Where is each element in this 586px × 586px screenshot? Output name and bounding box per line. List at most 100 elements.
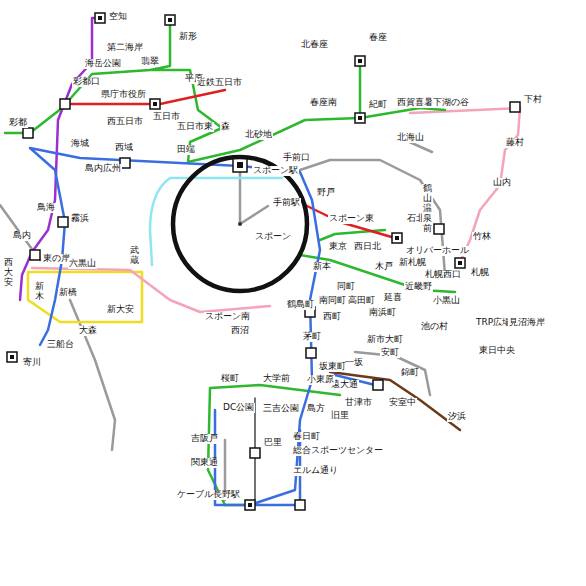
station-box bbox=[455, 258, 465, 268]
station-label: 安町 bbox=[380, 348, 400, 358]
station-label: ケーブル長野駅 bbox=[176, 490, 241, 500]
station-label: 北春座 bbox=[300, 40, 329, 50]
station-box bbox=[30, 250, 40, 260]
station-box bbox=[60, 99, 70, 109]
station-label: 西町 bbox=[322, 312, 342, 322]
station-box bbox=[23, 128, 33, 138]
station-label: 甘津市 bbox=[344, 398, 373, 408]
station-label: 五日市東 bbox=[176, 122, 214, 132]
gray-line bbox=[0, 140, 445, 500]
station-label: スポーン東 bbox=[328, 214, 375, 224]
station-label: 南同町 bbox=[318, 296, 347, 306]
station-label: 池の村 bbox=[420, 322, 449, 332]
station-dot bbox=[168, 18, 172, 22]
station-label: 五日市 bbox=[152, 112, 181, 122]
station-label: 新木 bbox=[34, 282, 45, 302]
station-label: 小東原 bbox=[306, 375, 335, 385]
station-label: 東京 bbox=[328, 242, 348, 252]
station-label: 小黒山 bbox=[432, 296, 461, 306]
station-label: 森 bbox=[220, 122, 231, 132]
station-box bbox=[510, 102, 520, 112]
station-label: 新市大町 bbox=[366, 335, 404, 345]
station-box bbox=[95, 13, 105, 23]
station-label: 県庁市役所 bbox=[100, 90, 147, 100]
station-label: 新大安 bbox=[106, 305, 135, 315]
station-label: 桜町 bbox=[220, 374, 240, 384]
station-label: 霧浜 bbox=[70, 214, 90, 224]
station-label: 安室中 bbox=[388, 398, 417, 408]
line-group bbox=[0, 18, 520, 505]
station-label: 関東通 bbox=[190, 458, 219, 468]
station-label: 海岳公園 bbox=[84, 59, 122, 69]
station-label: 巴里 bbox=[263, 438, 283, 448]
station-label: 藤村 bbox=[505, 138, 525, 148]
station-label: 寄川 bbox=[22, 358, 42, 368]
station-label: 高田町 bbox=[347, 296, 376, 306]
station-box bbox=[355, 56, 365, 66]
station-box bbox=[434, 224, 444, 234]
station-label: TRP広場 bbox=[475, 318, 512, 328]
station-box bbox=[250, 448, 260, 458]
station-box bbox=[233, 158, 247, 172]
node-text: スポーン bbox=[254, 232, 292, 242]
station-label: 田端 bbox=[176, 145, 196, 155]
station-label: 大森 bbox=[78, 326, 98, 336]
station-label: 南浜町 bbox=[368, 308, 397, 318]
station-label: 野戸 bbox=[316, 188, 336, 198]
station-label: 西日北 bbox=[353, 242, 382, 252]
station-label: 武蔵 bbox=[129, 246, 140, 266]
station-label: 空知 bbox=[108, 12, 128, 22]
station-label: 吉阪戸 bbox=[190, 434, 219, 444]
station-label: 木戸 bbox=[374, 262, 394, 272]
station-label: 新札幌 bbox=[398, 258, 427, 268]
station-box bbox=[150, 99, 160, 109]
station-box bbox=[58, 217, 68, 227]
station-label: 茅町 bbox=[302, 332, 322, 342]
station-label: 彩都口 bbox=[72, 77, 101, 87]
station-dot bbox=[153, 102, 157, 106]
station-label: 大学前 bbox=[262, 374, 291, 384]
station-dot bbox=[395, 236, 399, 240]
circle-ring bbox=[173, 157, 307, 291]
station-label: 鶴島町 bbox=[286, 300, 315, 310]
station-label: 新橋 bbox=[58, 288, 78, 298]
station-label: 北砂地 bbox=[244, 130, 273, 140]
station-label: 海城 bbox=[70, 139, 90, 149]
station-label: 春座南 bbox=[309, 98, 338, 108]
station-dot bbox=[10, 355, 14, 359]
station-label: 汐浜 bbox=[447, 412, 467, 422]
station-label: 西沼 bbox=[230, 326, 250, 336]
station-label: 鳥海 bbox=[36, 203, 56, 213]
station-label: 錦町 bbox=[400, 368, 420, 378]
station-label: 東の岸 bbox=[42, 254, 71, 264]
station-label: 総合スポーツセンター bbox=[292, 446, 384, 456]
station-label: 下村 bbox=[523, 95, 543, 105]
station-label: 近鉄五日市 bbox=[196, 78, 243, 88]
cyan-line bbox=[150, 178, 282, 265]
station-label: 翡翠 bbox=[140, 57, 160, 67]
station-label: スポーン駅 bbox=[252, 166, 299, 176]
red-line bbox=[65, 90, 400, 242]
station-label: 西域 bbox=[114, 143, 134, 153]
station-label: 札幌西口 bbox=[424, 270, 462, 280]
station-label: 延喜 bbox=[383, 293, 403, 303]
station-dot bbox=[358, 59, 362, 63]
station-label: 西五日市 bbox=[106, 117, 144, 127]
station-label: 春日町 bbox=[292, 432, 321, 442]
station-dot bbox=[358, 116, 362, 120]
station-label: 彩都 bbox=[8, 118, 28, 128]
station-label: 第二海岸 bbox=[106, 43, 144, 53]
station-label: 手前駅 bbox=[272, 198, 301, 208]
green-line bbox=[5, 22, 455, 505]
center-dot bbox=[238, 222, 242, 226]
station-label: 札幌 bbox=[470, 268, 490, 278]
station-box bbox=[306, 348, 316, 358]
station-label: 旧里 bbox=[330, 411, 350, 421]
station-label: 西賀喜暑下湖の谷 bbox=[396, 98, 470, 108]
station-label: 見沼海岸 bbox=[508, 318, 546, 328]
station-box bbox=[7, 352, 17, 362]
station-label: エルム通り bbox=[292, 466, 339, 476]
station-label: 紀町 bbox=[368, 100, 388, 110]
